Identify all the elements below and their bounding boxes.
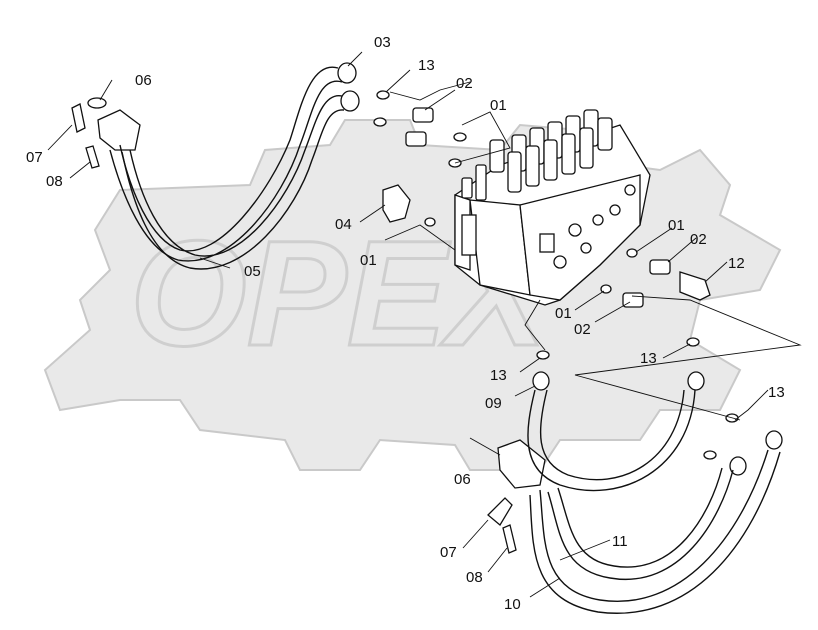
watermark-logo: OPEX <box>43 119 782 471</box>
flange-06-lower <box>497 439 546 489</box>
lower-flange-assembly <box>487 439 546 554</box>
hose-nut-03-lower <box>340 90 360 112</box>
left-flange-assembly <box>71 97 141 169</box>
part-label: 10 <box>504 596 521 613</box>
clamp-07-lower <box>487 497 513 526</box>
hose-nut-03-upper <box>337 62 357 84</box>
part-label: 02 <box>690 231 707 248</box>
adapter-02-upper <box>412 107 434 123</box>
part-label: 08 <box>46 173 63 190</box>
part-label: 01 <box>668 217 685 234</box>
hose-11-edge <box>557 467 723 568</box>
hose-09-edge <box>539 389 685 481</box>
part-label: 07 <box>440 544 457 561</box>
part-label: 12 <box>728 255 745 272</box>
o-ring-01-left <box>424 217 436 227</box>
elbow-04 <box>382 184 411 223</box>
hose-10-edge <box>529 451 781 614</box>
part-label: 13 <box>768 384 785 401</box>
part-label: 02 <box>456 75 473 92</box>
flange-06-left <box>97 109 141 151</box>
part-label: 04 <box>335 216 352 233</box>
tee-12 <box>679 271 711 301</box>
part-label: 01 <box>555 305 572 322</box>
part-label: 03 <box>374 34 391 51</box>
part-label: 06 <box>135 72 152 89</box>
hose-05 <box>119 66 339 252</box>
o-ring-13-lower <box>373 117 387 127</box>
part-label: 01 <box>360 252 377 269</box>
o-ring-13-lower-right-2 <box>703 450 717 460</box>
o-ring-13-center <box>536 350 550 360</box>
part-label: 13 <box>490 367 507 384</box>
hose-nut-lower-right-2 <box>729 456 747 476</box>
part-label: 05 <box>244 263 261 280</box>
part-label: 13 <box>640 350 657 367</box>
part-label: 11 <box>612 533 628 550</box>
part-label: 01 <box>490 97 507 114</box>
part-label: 08 <box>466 569 483 586</box>
adapter-02-lower <box>405 131 427 147</box>
hose-05-second <box>129 95 343 257</box>
hose-nut-right <box>687 371 705 391</box>
hoses <box>109 66 781 614</box>
hose-10 <box>539 449 769 602</box>
hose-11 <box>547 469 734 581</box>
part-label: 09 <box>485 395 502 412</box>
part-label: 02 <box>574 321 591 338</box>
o-ring-01-upper <box>453 132 467 142</box>
adapter-02-right-lower <box>622 292 644 308</box>
control-valve-block <box>454 109 651 306</box>
leader-lines <box>47 51 802 598</box>
adapter-02-right-upper <box>649 259 671 275</box>
bolt-08-lower <box>502 524 517 554</box>
part-label: 06 <box>454 471 471 488</box>
hose-05-second-edge <box>121 109 345 270</box>
part-labels: 03 13 02 01 06 07 08 04 01 05 01 02 12 0… <box>26 34 785 613</box>
o-ring-13-upper <box>376 90 390 100</box>
clamp-06-left <box>87 97 107 109</box>
o-ring-01-right-upper <box>626 248 638 258</box>
hose-05-edge <box>109 80 343 262</box>
part-label: 13 <box>418 57 435 74</box>
hose-nut-lower-right-1 <box>765 430 783 450</box>
fittings <box>337 62 783 476</box>
hose-09 <box>527 389 696 492</box>
hose-nut-09 <box>532 371 550 391</box>
clamp-07-left <box>71 103 86 133</box>
bolt-08-left <box>85 145 100 169</box>
part-label: 07 <box>26 149 43 166</box>
